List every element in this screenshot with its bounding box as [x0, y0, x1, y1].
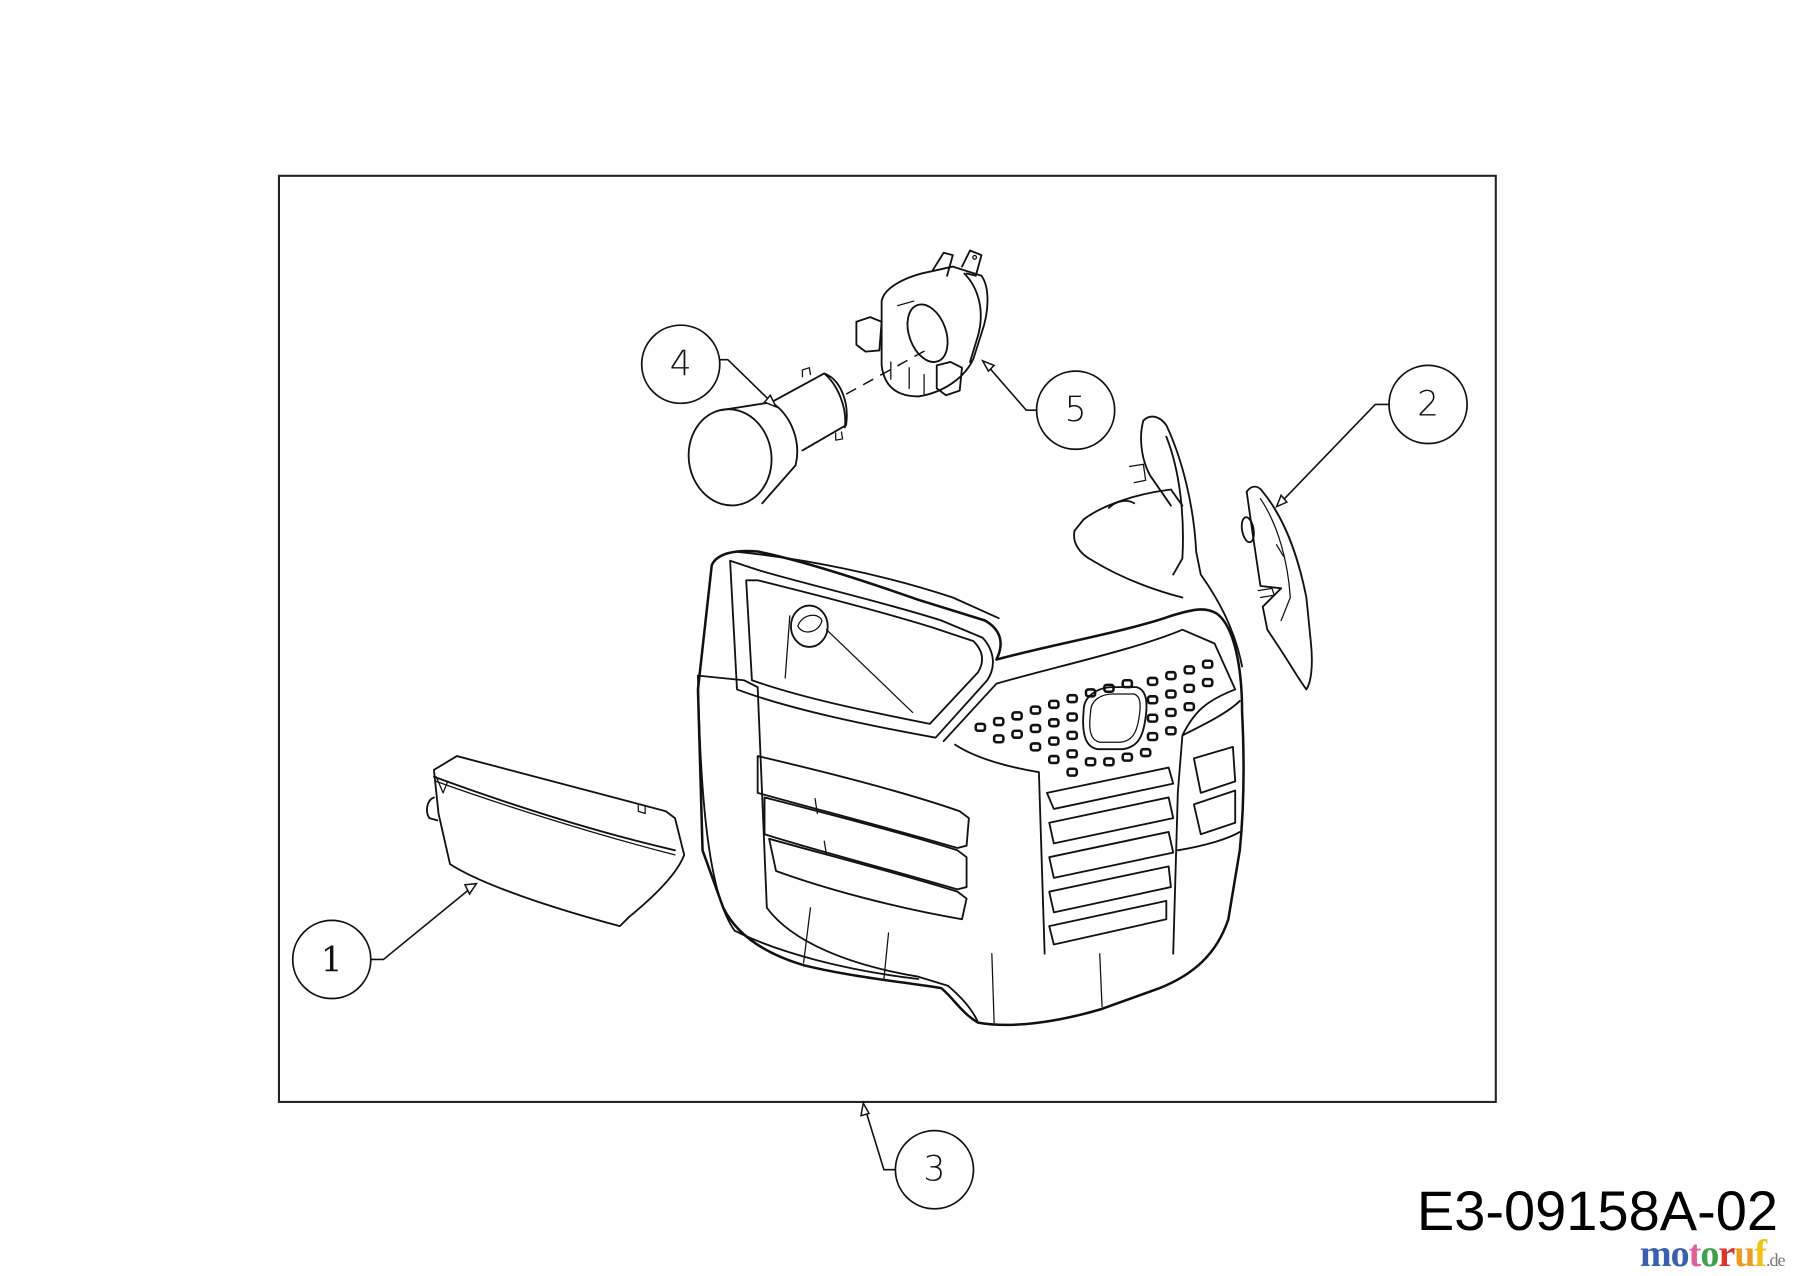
- watermark-letter: o: [1670, 1233, 1690, 1275]
- callout-4-bubble: [640, 324, 721, 405]
- callout-4-leader: [719, 358, 772, 403]
- callout-3-bubble: [894, 1129, 975, 1210]
- callout-5-arrowhead: [980, 359, 996, 373]
- headlight-bulb-part[interactable]: [682, 367, 848, 511]
- callout-2-bubble: [1388, 364, 1468, 445]
- callout-5[interactable]: 5: [980, 359, 1116, 451]
- watermark-tld: .de: [1765, 1250, 1785, 1270]
- callout-1[interactable]: 1: [291, 882, 478, 1000]
- callout-1-leader: [370, 887, 472, 961]
- callout-4-number: 4: [670, 344, 692, 384]
- diagram-frame: [277, 174, 1497, 1103]
- watermark-letter: m: [1640, 1233, 1672, 1275]
- callout-3-arrowhead: [860, 1100, 871, 1117]
- watermark-letter: r: [1718, 1233, 1735, 1275]
- callout-5-bubble: [1035, 370, 1116, 451]
- left-headlight-lens-part[interactable]: [426, 755, 686, 928]
- callout-2-leader: [1280, 403, 1390, 503]
- callout-2[interactable]: 2: [1275, 364, 1468, 509]
- callout-3-number: 3: [923, 1150, 945, 1190]
- watermark-letter: u: [1734, 1233, 1755, 1275]
- bulb-socket-part[interactable]: [855, 249, 989, 398]
- right-headlight-lens-part[interactable]: [1240, 485, 1313, 691]
- callout-3-leader: [864, 1109, 896, 1171]
- callout-2-number: 2: [1417, 384, 1439, 424]
- assembly-axis-line: [845, 348, 928, 395]
- front-hood-part[interactable]: [696, 415, 1245, 1027]
- drawing-code-label: E3-09158A-02: [1416, 1179, 1778, 1242]
- callout-4-arrowhead: [763, 393, 778, 409]
- callout-1-arrowhead: [463, 882, 478, 896]
- callout-5-leader: [986, 364, 1037, 412]
- motoruf-watermark: motoruf.de: [1640, 1232, 1785, 1276]
- callout-5-number: 5: [1065, 390, 1087, 430]
- grille-mesh-holes: [974, 659, 1214, 777]
- watermark-letter: o: [1700, 1233, 1719, 1275]
- watermark-letter: t: [1688, 1233, 1702, 1275]
- watermark-letter: f: [1754, 1233, 1767, 1275]
- callout-3[interactable]: 3: [860, 1100, 975, 1210]
- callout-1-number: 1: [321, 941, 343, 981]
- emblem-window: [1082, 686, 1148, 751]
- callout-2-arrowhead: [1275, 493, 1289, 509]
- callout-1-bubble: [291, 919, 372, 1000]
- callout-4[interactable]: 4: [640, 324, 778, 409]
